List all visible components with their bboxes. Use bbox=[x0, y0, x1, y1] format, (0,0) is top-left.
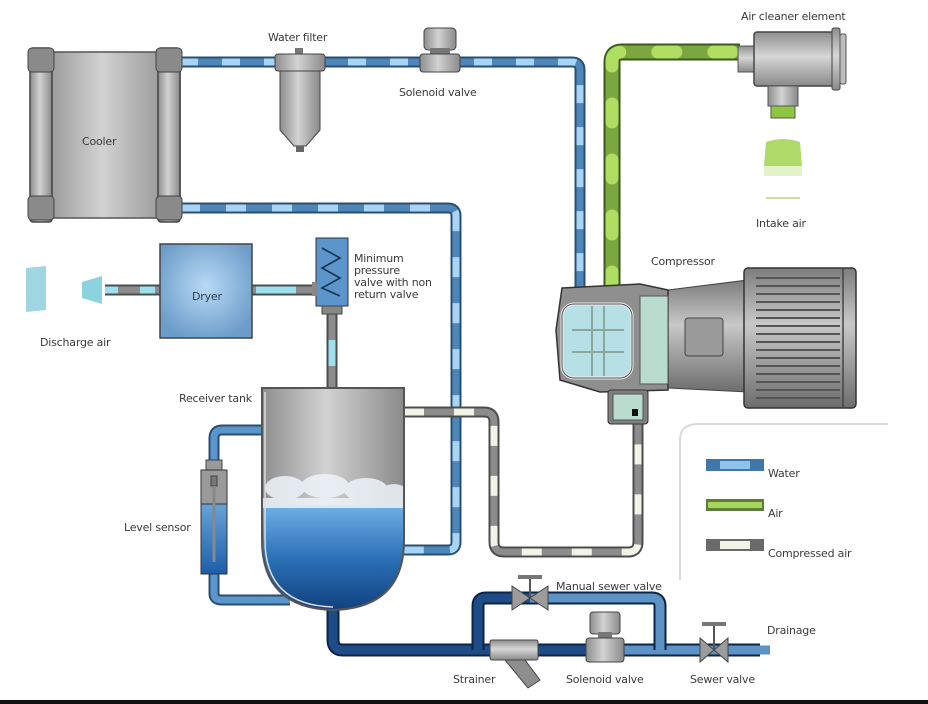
label-sewer-valve: Sewer valve bbox=[690, 673, 755, 686]
compressed-air-pipes bbox=[105, 284, 644, 558]
dryer[interactable] bbox=[159, 243, 253, 339]
label-air-cleaner-element: Air cleaner element bbox=[741, 10, 846, 23]
compressor[interactable] bbox=[555, 267, 857, 425]
solenoid-valve-bottom[interactable] bbox=[585, 611, 625, 663]
minimum-pressure-valve[interactable] bbox=[312, 237, 349, 315]
legend-label-water: Water bbox=[768, 467, 800, 480]
label-minimum-pressure-valve: Minimum pressure valve with non return v… bbox=[354, 253, 432, 301]
label-mpv-line-1: Minimum bbox=[354, 252, 404, 265]
label-mpv-line-2: pressure bbox=[354, 264, 400, 277]
label-drainage: Drainage bbox=[767, 624, 816, 637]
label-manual-sewer-valve: Manual sewer valve bbox=[556, 580, 662, 593]
intake-air-puff bbox=[764, 139, 802, 199]
water-pipes bbox=[180, 56, 586, 606]
air-pipe bbox=[603, 43, 747, 297]
label-intake-air: Intake air bbox=[756, 217, 806, 230]
label-level-sensor: Level sensor bbox=[124, 521, 191, 534]
label-solenoid-valve-bottom: Solenoid valve bbox=[566, 673, 644, 686]
legend-swatch-compressed-air bbox=[706, 539, 764, 551]
level-sensor[interactable] bbox=[200, 459, 228, 575]
legend-label-compressed-air: Compressed air bbox=[768, 547, 852, 560]
label-mpv-line-4: return valve bbox=[354, 288, 419, 301]
sewer-valve[interactable] bbox=[699, 622, 729, 664]
bottom-border bbox=[0, 700, 928, 704]
legend-swatch-air bbox=[706, 499, 764, 511]
water-filter[interactable] bbox=[274, 48, 326, 152]
solenoid-valve-top[interactable] bbox=[419, 27, 461, 73]
label-dryer: Dryer bbox=[192, 290, 222, 303]
legend-swatch-water bbox=[706, 459, 764, 471]
label-solenoid-valve-top: Solenoid valve bbox=[399, 86, 477, 99]
discharge-air-puff bbox=[26, 266, 102, 312]
label-water-filter: Water filter bbox=[268, 31, 328, 44]
receiver-tank[interactable] bbox=[261, 387, 408, 615]
manual-sewer-valve[interactable] bbox=[511, 575, 549, 611]
label-compressor: Compressor bbox=[651, 255, 715, 268]
strainer[interactable] bbox=[489, 639, 541, 689]
legend-label-air: Air bbox=[768, 507, 783, 520]
label-receiver-tank: Receiver tank bbox=[179, 392, 252, 405]
legend bbox=[679, 423, 888, 580]
label-cooler: Cooler bbox=[82, 135, 117, 148]
label-strainer: Strainer bbox=[453, 673, 496, 686]
label-discharge-air: Discharge air bbox=[40, 336, 111, 349]
drain-line bbox=[326, 591, 770, 657]
cooler[interactable] bbox=[27, 47, 183, 223]
label-mpv-line-3: valve with non bbox=[354, 276, 432, 289]
air-cleaner-element[interactable] bbox=[737, 27, 847, 119]
